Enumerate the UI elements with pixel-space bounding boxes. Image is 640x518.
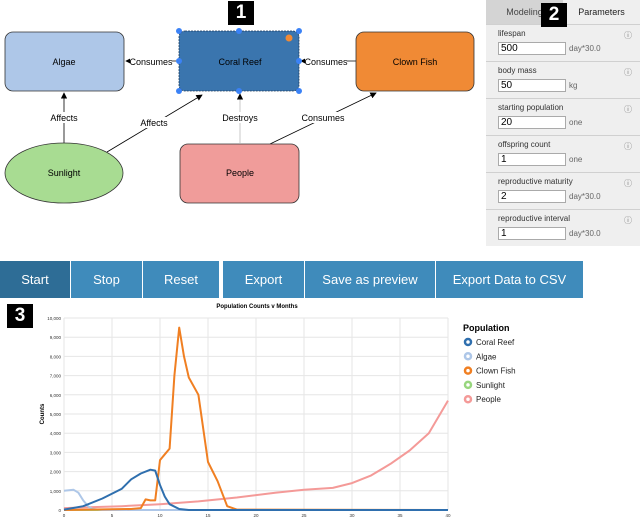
tab-parameters[interactable]: Parameters (563, 0, 640, 24)
param-body-mass: body mass ⓘ kg (486, 61, 640, 98)
y-tick-label: 4,000 (50, 431, 62, 436)
legend-item[interactable]: Clown Fish (476, 367, 516, 376)
node-coral-reef[interactable]: Coral Reef (176, 28, 302, 94)
export-button[interactable]: Export (223, 261, 304, 298)
param-label: reproductive maturity (498, 177, 573, 186)
node-label: People (226, 168, 254, 178)
link-label: Affects (140, 118, 168, 128)
legend-item[interactable]: Sunlight (476, 381, 506, 390)
info-icon[interactable]: ⓘ (624, 179, 632, 188)
badge-3: 3 (7, 304, 33, 328)
save-as-preview-button[interactable]: Save as preview (305, 261, 435, 298)
node-label: Algae (52, 57, 75, 67)
node-people[interactable]: People (179, 143, 300, 204)
param-unit: kg (569, 81, 578, 90)
y-tick-label: 8,000 (50, 354, 62, 359)
y-tick-label: 5,000 (50, 412, 62, 417)
param-label: starting population (498, 103, 564, 112)
legend-marker[interactable] (463, 394, 473, 404)
y-tick-label: 7,000 (50, 374, 62, 379)
chart-title: Population Counts v Months (216, 304, 298, 310)
legend-marker[interactable] (463, 337, 473, 347)
x-tick-label: 30 (349, 513, 355, 518)
param-input[interactable] (498, 79, 566, 92)
link-label: Affects (50, 113, 78, 123)
param-label: body mass (498, 66, 537, 75)
stop-button[interactable]: Stop (71, 261, 142, 298)
y-tick-label: 2,000 (50, 470, 62, 475)
series-line-coral-reef (63, 468, 448, 511)
legend-item[interactable]: Algae (476, 352, 497, 361)
param-reproductive-maturity: reproductive maturity ⓘ day*30.0 (486, 172, 640, 209)
x-tick-label: 15 (205, 513, 211, 518)
param-starting-population: starting population ⓘ one (486, 98, 640, 135)
param-unit: one (569, 118, 583, 127)
param-unit: day*30.0 (569, 44, 601, 53)
legend-marker[interactable] (463, 380, 473, 390)
param-lifespan: lifespan ⓘ day*30.0 (486, 24, 640, 61)
x-tick-label: 10 (157, 513, 163, 518)
info-icon[interactable]: ⓘ (624, 105, 632, 114)
param-unit: one (569, 155, 583, 164)
info-icon[interactable]: ⓘ (624, 68, 632, 77)
y-tick-label: 10,000 (47, 316, 61, 321)
info-icon[interactable]: ⓘ (624, 31, 632, 40)
series-line-people (63, 400, 449, 510)
param-unit: day*30.0 (569, 229, 601, 238)
node-label: Clown Fish (393, 57, 438, 67)
y-tick-label: 1,000 (50, 489, 62, 494)
legend-item[interactable]: People (476, 395, 501, 404)
legend-marker[interactable] (463, 352, 473, 361)
y-tick-label: 3,000 (50, 450, 62, 455)
info-icon[interactable]: ⓘ (624, 142, 632, 151)
reset-button[interactable]: Reset (143, 261, 219, 298)
x-tick-label: 0 (63, 513, 66, 518)
parameters-panel: Modeling Parameters lifespanⓘday*30.0bod… (486, 0, 640, 246)
node-clown-fish[interactable]: Clown Fish (355, 31, 475, 92)
model-diagram[interactable]: Consumes Consumes Affects Affects Destro… (0, 0, 486, 258)
x-tick-label: 5 (111, 513, 114, 518)
param-input[interactable] (498, 153, 566, 166)
link-handle[interactable] (285, 34, 293, 42)
badge-2: 2 (541, 3, 567, 27)
param-input[interactable] (498, 42, 566, 55)
population-chart: 0 1,000 2,000 3,000 4,000 5,000 6,000 7,000 8,00… (40, 304, 516, 518)
resize-handles[interactable] (176, 28, 302, 94)
legend-marker[interactable] (463, 366, 473, 375)
node-label: Sunlight (48, 168, 81, 178)
x-tick-label: 25 (301, 513, 307, 518)
node-algae[interactable]: Algae (4, 31, 125, 92)
param-input[interactable] (498, 190, 566, 203)
param-label: offspring count (498, 140, 551, 149)
y-tick-label: 6,000 (50, 393, 62, 398)
y-tick-label: 9,000 (50, 335, 62, 340)
link-label: Destroys (222, 113, 258, 123)
link-label: Consumes (301, 113, 345, 123)
param-input[interactable] (498, 227, 566, 240)
info-icon[interactable]: ⓘ (624, 216, 632, 225)
y-tick-label: 0 (58, 508, 61, 513)
node-label: Coral Reef (218, 57, 262, 67)
node-sunlight[interactable]: Sunlight (4, 142, 124, 204)
param-unit: day*30.0 (569, 192, 601, 201)
param-label: reproductive interval (498, 214, 571, 223)
series-line-clown-fish (63, 326, 449, 511)
legend-title: Population (463, 323, 510, 333)
link-label: Consumes (304, 57, 348, 67)
param-label: lifespan (498, 29, 526, 38)
x-tick-label: 35 (397, 513, 403, 518)
start-button[interactable]: Start (0, 261, 70, 298)
param-reproductive-interval: reproductive interval ⓘ day*30.0 (486, 209, 640, 246)
param-offspring-count: offspring count ⓘ one (486, 135, 640, 172)
badge-1: 1 (228, 1, 254, 25)
x-tick-label: 40 (445, 513, 451, 518)
export-csv-button[interactable]: Export Data to CSV (436, 261, 583, 298)
param-input[interactable] (498, 116, 566, 129)
link-label: Consumes (129, 57, 173, 67)
y-axis-label: Counts (40, 403, 46, 424)
x-tick-label: 20 (253, 513, 259, 518)
legend-item[interactable]: Coral Reef (476, 338, 515, 347)
